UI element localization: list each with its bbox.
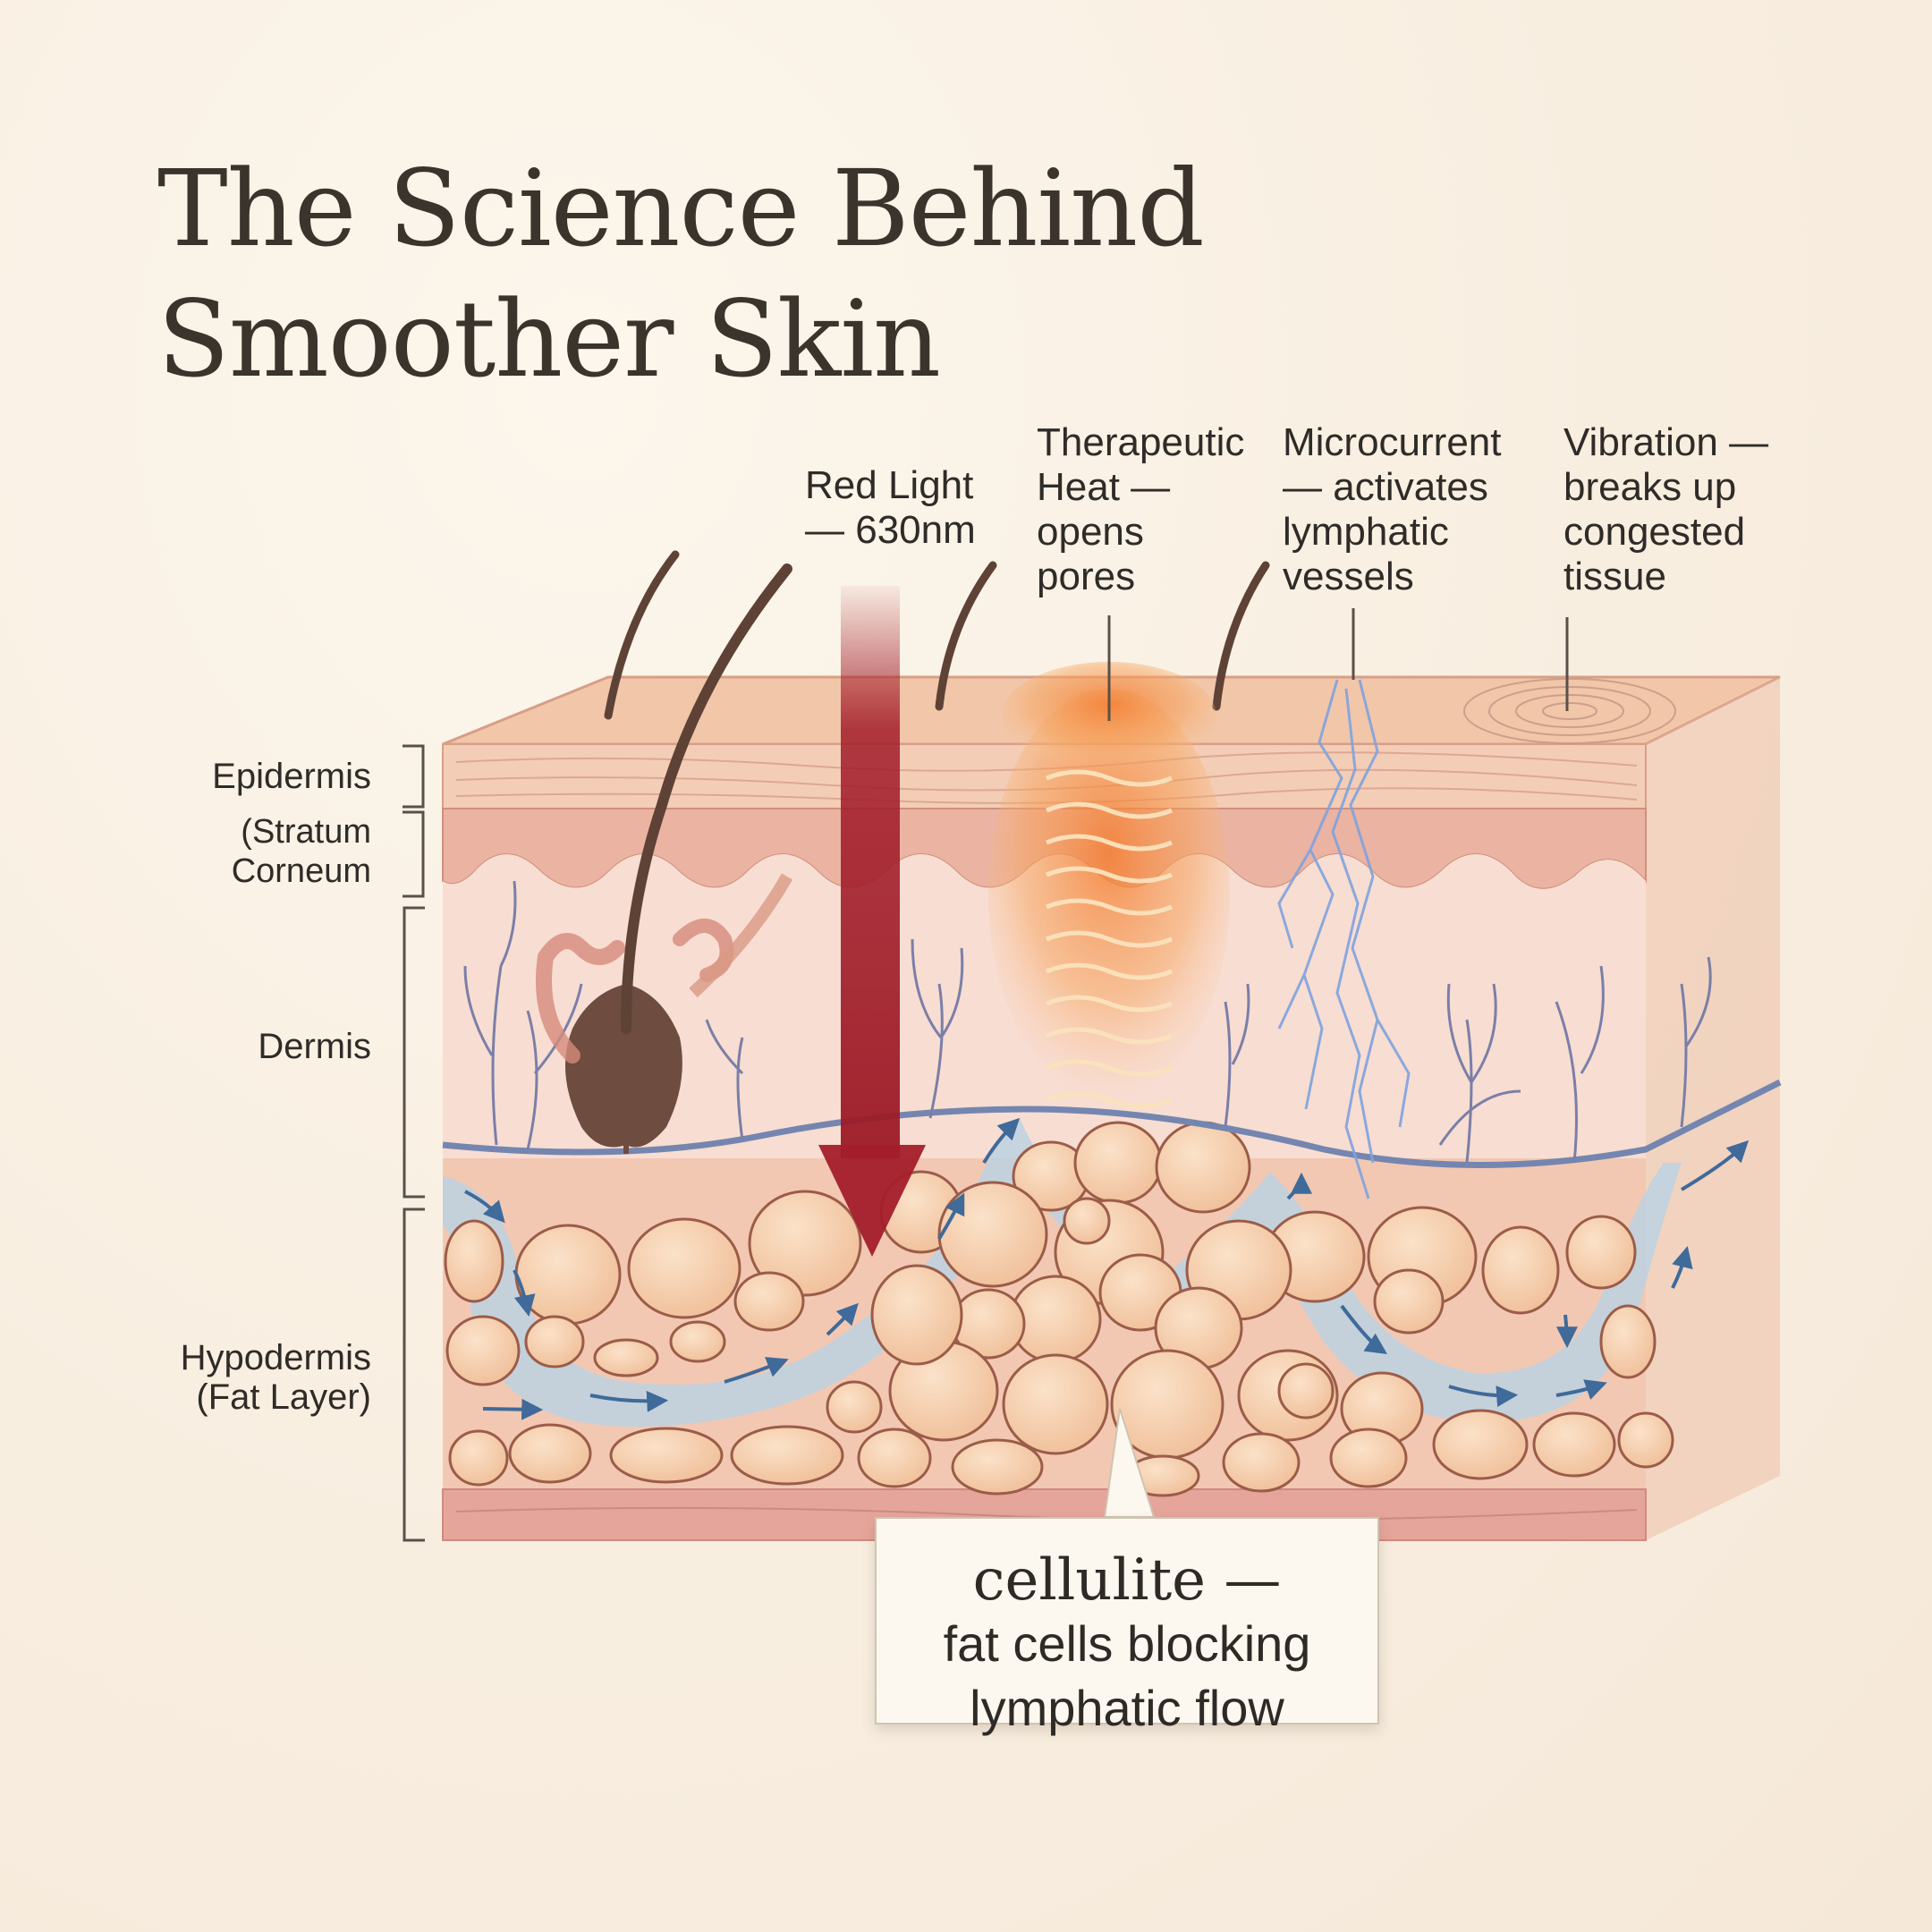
- fat-cell: [1617, 1411, 1674, 1469]
- heat-wave-line: [1046, 898, 1173, 916]
- microcurrent-bolts: [1277, 679, 1411, 1199]
- lymph-flow-arrows: [464, 1117, 1750, 1420]
- microcurrent-line-1: Microcurrent: [1283, 420, 1502, 464]
- skin-side-face: [1646, 677, 1780, 1540]
- fat-cell: [1155, 1121, 1251, 1214]
- fat-cell: [593, 1338, 659, 1377]
- fat-cell: [448, 1429, 509, 1487]
- fat-cell: [857, 1428, 932, 1488]
- heat-wave-line: [1046, 866, 1173, 884]
- fat-cell: [870, 1264, 963, 1366]
- heat-line-2: Heat —: [1037, 465, 1171, 509]
- fat-cell: [1373, 1268, 1445, 1335]
- vibration-rings: [1463, 678, 1676, 744]
- fat-cell: [1532, 1411, 1616, 1478]
- heat-line-3: opens: [1037, 510, 1144, 554]
- hypodermis-line-1: Hypodermis: [180, 1338, 371, 1377]
- hair-strands: [604, 550, 1270, 1034]
- epidermis-text: Epidermis: [212, 757, 371, 796]
- fat-cell: [1432, 1409, 1529, 1480]
- fat-cell: [1002, 1353, 1109, 1455]
- fat-cell: [1222, 1432, 1301, 1493]
- heat-wave-line: [1046, 834, 1173, 852]
- label-hypodermis: Hypodermis (Fat Layer): [181, 1338, 371, 1417]
- capillaries: [463, 880, 1712, 1164]
- hypodermis-line-2: (Fat Layer): [196, 1377, 371, 1417]
- layer-brackets: [402, 744, 425, 1542]
- title-line-2: Smoother Skin: [157, 277, 941, 401]
- fat-cell: [1481, 1225, 1560, 1315]
- fat-cell: [937, 1181, 1048, 1288]
- vibration-line-3: congested: [1563, 510, 1746, 554]
- heat-wave-line: [1046, 801, 1173, 819]
- fat-cell: [1073, 1121, 1163, 1205]
- page-title: The Science Behind Smoother Skin: [157, 143, 1205, 404]
- red-light-line-1: Red Light: [805, 463, 974, 507]
- heat-wave-line: [1046, 1091, 1173, 1109]
- title-line-1: The Science Behind: [157, 147, 1205, 270]
- heat-wave-line: [1046, 995, 1173, 1013]
- fat-cell: [1063, 1197, 1111, 1245]
- callout-microcurrent: Microcurrent — activates lymphatic vesse…: [1283, 420, 1502, 599]
- fat-cell: [1565, 1215, 1637, 1290]
- fat-cell: [444, 1219, 504, 1303]
- fat-cell: [1599, 1304, 1657, 1379]
- red-light-line-2: — 630nm: [805, 508, 976, 552]
- label-dermis: Dermis: [258, 1027, 371, 1066]
- blood-vessel: [442, 1079, 1782, 1168]
- fat-cell: [508, 1423, 592, 1484]
- cellulite-line-2: lymphatic flow: [970, 1680, 1284, 1736]
- fat-cell: [1277, 1362, 1335, 1419]
- fat-cell: [1329, 1428, 1408, 1488]
- heat-wave-line: [1046, 930, 1173, 948]
- vibration-line-2: breaks up: [1563, 465, 1737, 509]
- fat-cell: [748, 1190, 862, 1297]
- microcurrent-line-4: vessels: [1283, 555, 1414, 598]
- fat-cell: [951, 1438, 1044, 1496]
- red-light-beam: [818, 586, 926, 1257]
- callout-heat: Therapeutic Heat — opens pores: [1037, 420, 1244, 599]
- label-stratum-corneum: (Stratum Corneum: [232, 812, 371, 891]
- heat-wave-line: [1046, 962, 1173, 980]
- callout-vibration: Vibration — breaks up congested tissue: [1563, 420, 1768, 599]
- fat-cell: [524, 1315, 585, 1368]
- callout-red-light: Red Light — 630nm: [805, 463, 976, 553]
- hair-follicle: [536, 873, 793, 1154]
- heat-line-1: Therapeutic: [1037, 420, 1245, 464]
- heat-wave-line: [1046, 769, 1173, 787]
- cellulite-heading: cellulite —: [972, 1547, 1282, 1614]
- microcurrent-line-3: lymphatic: [1283, 510, 1449, 554]
- callout-leaders: [1107, 608, 1569, 721]
- label-epidermis: Epidermis: [212, 757, 371, 796]
- fat-cell: [826, 1380, 883, 1434]
- fat-cell: [730, 1425, 844, 1486]
- fat-cell: [669, 1320, 726, 1363]
- heat-line-4: pores: [1037, 555, 1136, 598]
- dermis-text: Dermis: [258, 1027, 371, 1066]
- microcurrent-line-2: — activates: [1283, 465, 1488, 509]
- heat-wave-line: [1046, 1059, 1173, 1077]
- fat-cell: [733, 1271, 805, 1332]
- fat-cell: [514, 1224, 622, 1326]
- fat-cell: [627, 1217, 741, 1319]
- cellulite-line-1: fat cells blocking: [943, 1615, 1311, 1672]
- fat-cell: [609, 1427, 724, 1484]
- vibration-line-1: Vibration —: [1563, 420, 1769, 464]
- heat-waves: [988, 662, 1230, 1109]
- stratum-line-2: Corneum: [231, 852, 371, 890]
- stratum-line-1: (Stratum: [241, 813, 371, 851]
- fat-cell: [445, 1315, 521, 1386]
- heat-wave-line: [1046, 1027, 1173, 1045]
- fat-cells: [444, 1121, 1674, 1497]
- cellulite-callout-box: cellulite — fat cells blocking lymphatic…: [875, 1517, 1379, 1736]
- vibration-line-4: tissue: [1563, 555, 1666, 598]
